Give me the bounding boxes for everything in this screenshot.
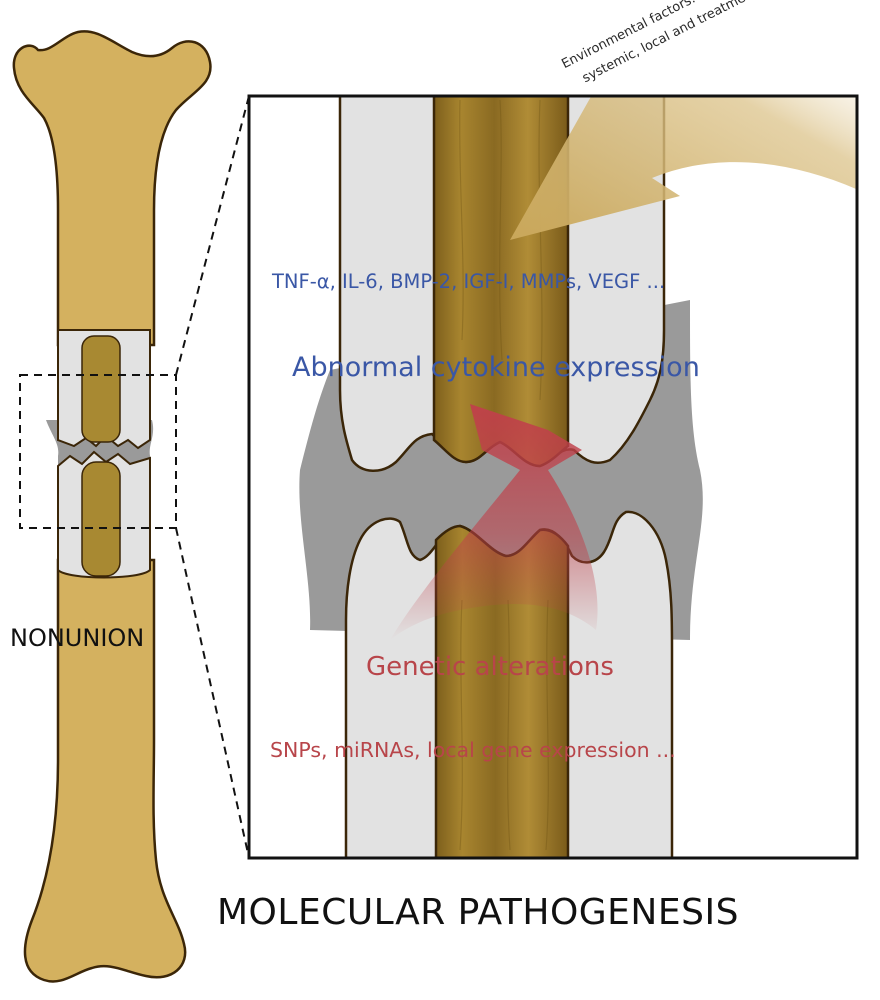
femur-lower-marrow [82,462,120,576]
genetic-examples-label: SNPs, miRNAs, local gene expression ... [270,738,676,762]
zoom-line-top [176,96,249,375]
zoom-line-bottom [176,528,249,858]
cytokines-label: TNF-α, IL-6, BMP-2, IGF-I, MMPs, VEGF ..… [272,270,665,293]
zoom-panel-content [249,32,880,858]
abnormal-cytokine-expression-label: Abnormal cytokine expression [292,352,700,383]
femur-upper-shaft [14,31,211,345]
figure-title: MOLECULAR PATHOGENESIS [217,892,739,933]
femur-upper-marrow [82,336,120,442]
femur-bone [14,31,211,981]
genetic-alterations-label: Genetic alterations [366,652,614,682]
nonunion-label: NONUNION [10,624,144,652]
